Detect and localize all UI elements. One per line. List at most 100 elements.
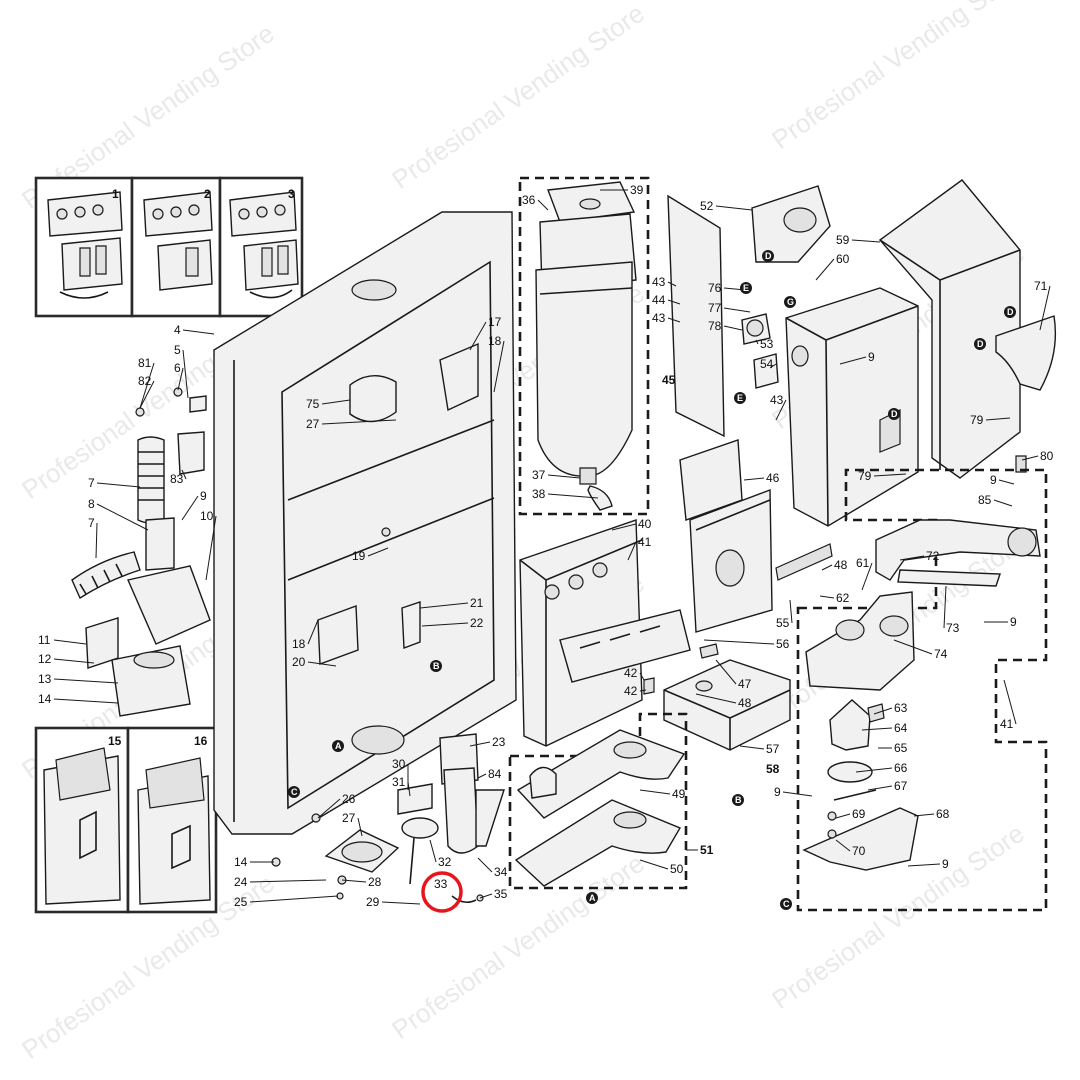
callout-label-50: 50 <box>670 862 684 876</box>
callout-label-8: 8 <box>88 497 95 511</box>
callout-label-33[interactable]: 33 <box>434 877 448 891</box>
section-marker-label: D <box>765 251 772 261</box>
callout-label-47: 47 <box>738 677 752 691</box>
leader-line-24 <box>249 879 327 883</box>
callout-label-9: 9 <box>774 785 781 799</box>
callout-label-38: 38 <box>532 487 546 501</box>
callout-label-72: 72 <box>926 549 940 563</box>
leader-line-48 <box>821 564 833 571</box>
callout-label-6: 6 <box>174 361 181 375</box>
callout-label-10: 10 <box>200 509 214 523</box>
leader-line-37 <box>547 474 581 479</box>
leader-line-9 <box>839 356 867 365</box>
leader-line-35 <box>479 893 493 899</box>
kit-box-3 <box>218 176 304 318</box>
callout-label-65: 65 <box>894 741 908 755</box>
section-marker-e <box>734 392 746 404</box>
leader-line-42 <box>639 672 645 681</box>
callout-label-45: 45 <box>662 373 676 387</box>
callout-label-82: 82 <box>138 374 152 388</box>
callout-label-9: 9 <box>1010 615 1017 629</box>
callout-label-9: 9 <box>942 857 949 871</box>
callout-label-18: 18 <box>292 637 306 651</box>
callout-label-31: 31 <box>392 775 406 789</box>
callout-label-3: 3 <box>288 187 295 201</box>
callout-label-57: 57 <box>766 742 780 756</box>
left-side-parts <box>71 387 211 717</box>
leader-line-13 <box>53 678 119 684</box>
callout-label-68: 68 <box>936 807 950 821</box>
leader-line-9 <box>782 791 813 797</box>
leader-line-11 <box>53 639 87 645</box>
leader-line-48 <box>695 693 737 704</box>
leader-line-40 <box>611 523 637 531</box>
leader-line-52 <box>715 205 753 211</box>
leader-line-61 <box>861 562 873 591</box>
leader-line-27 <box>357 817 363 837</box>
leader-line-5 <box>182 349 189 399</box>
kit-box-16 <box>126 726 218 914</box>
leader-line-32 <box>429 839 437 863</box>
callout-label-74: 74 <box>934 647 948 661</box>
kit-box-1 <box>34 176 134 318</box>
callout-label-26: 26 <box>342 792 356 806</box>
callout-label-22: 22 <box>470 616 484 630</box>
leader-line-75 <box>321 399 351 405</box>
callout-label-13: 13 <box>38 672 52 686</box>
callout-label-37: 37 <box>532 468 546 482</box>
callout-label-80: 80 <box>1040 449 1054 463</box>
callout-label-55: 55 <box>776 616 790 630</box>
callout-label-5: 5 <box>174 343 181 357</box>
callout-label-56: 56 <box>776 637 790 651</box>
kit-box-15 <box>34 726 130 914</box>
leader-line-78 <box>723 325 743 331</box>
leader-line-14 <box>53 698 119 704</box>
callout-label-51: 51 <box>700 843 714 857</box>
leader-line-25 <box>249 895 339 903</box>
callout-label-11: 11 <box>38 633 51 647</box>
section-marker-g <box>784 296 796 308</box>
watermark-text: Profesional Vending Store <box>766 0 1029 155</box>
leader-line-56 <box>703 639 775 645</box>
leader-line-72 <box>899 555 925 561</box>
leader-line-46 <box>743 477 765 481</box>
center-bottom-parts <box>271 733 505 904</box>
callout-label-35: 35 <box>494 887 508 901</box>
group-58 <box>796 468 1048 912</box>
leader-line-41 <box>1003 679 1017 725</box>
leader-line-41 <box>627 541 637 561</box>
watermark-text: Profesional Vending Store <box>386 848 649 1045</box>
leader-line-50 <box>639 859 669 870</box>
leader-line-6 <box>177 367 184 391</box>
leader-line-79 <box>985 417 1011 421</box>
callout-label-66: 66 <box>894 761 908 775</box>
callout-label-28: 28 <box>368 875 382 889</box>
section-marker-label: C <box>783 899 790 909</box>
callout-label-43: 43 <box>652 311 666 325</box>
callout-label-25: 25 <box>234 895 248 909</box>
highlighted-part-33[interactable] <box>421 871 463 913</box>
leader-line-43 <box>667 281 677 287</box>
leader-line-47 <box>715 659 737 685</box>
callout-label-14: 14 <box>234 855 248 869</box>
leader-line-18 <box>307 619 319 645</box>
section-marker-label: B <box>735 795 742 805</box>
callout-label-29: 29 <box>366 895 380 909</box>
leader-line-71 <box>1039 285 1051 331</box>
leader-line-18 <box>493 340 505 393</box>
section-marker-b <box>732 794 744 806</box>
section-marker-e <box>740 282 752 294</box>
drip-tray-parts <box>508 659 791 890</box>
callout-label-14: 14 <box>38 692 52 706</box>
leader-line-19 <box>367 547 389 557</box>
callout-label-40: 40 <box>638 517 652 531</box>
leader-line-59 <box>851 239 881 243</box>
leader-line-53 <box>755 339 759 345</box>
callout-label-21: 21 <box>470 596 484 610</box>
section-marker-b <box>430 660 442 672</box>
leader-line-55 <box>789 599 793 624</box>
callout-label-46: 46 <box>766 471 780 485</box>
leader-line-29 <box>381 901 421 905</box>
callout-label-53: 53 <box>760 337 774 351</box>
